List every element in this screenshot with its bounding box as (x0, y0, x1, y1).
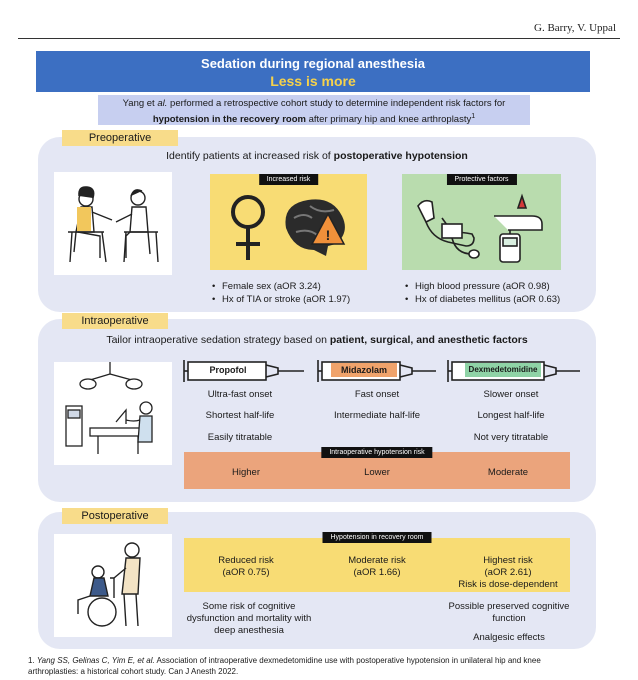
footnote-authors: Yang SS, Gelinas C, Yim E, et al. (36, 656, 155, 665)
title-banner: Sedation during regional anesthesia Less… (36, 51, 590, 92)
increased-risk-list: Female sex (aOR 3.24) Hx of TIA or strok… (212, 280, 350, 306)
dexmedetomidine-analgesic-note: Analgesic effects (473, 632, 545, 643)
recovery-risk-note: Risk is dose-dependent (458, 579, 558, 590)
increased-risk-header: Increased risk (258, 174, 319, 185)
intro-ref: 1 (471, 113, 476, 120)
preop-heading-b: postoperative hypotension (333, 150, 468, 162)
intro-line-1: Yang et al. performed a retrospective co… (98, 97, 530, 110)
svg-text:!: ! (326, 227, 331, 243)
dexmedetomidine-titration: Not very titratable (473, 432, 549, 443)
intro-text-c: performed a retrospective cohort study t… (167, 98, 506, 109)
recovery-risk-aor: (aOR 1.66) (353, 567, 401, 578)
dexmedetomidine-risk: Moderate (487, 467, 529, 478)
propofol-postop-note: Some risk of cognitive dysfunction and m… (186, 601, 312, 636)
propofol-recovery-risk: Reduced risk (aOR 0.75) (186, 555, 306, 579)
footnote-text: Association of intraoperative dexmedetom… (28, 656, 541, 676)
intro-line-2: hypotension in the recovery room after p… (98, 110, 530, 126)
dexmedetomidine-onset: Slower onset (483, 389, 539, 400)
dexmedetomidine-postop-note: Possible preserved cognitive function (448, 601, 570, 624)
preoperative-tag: Preoperative (62, 130, 178, 146)
dexmedetomidine-half-life: Longest half-life (477, 410, 545, 421)
footnote: 1. Yang SS, Gelinas C, Yim E, et al. Ass… (28, 655, 588, 677)
midazolam-label: Midazolam (331, 363, 397, 377)
intro-rest: after primary hip and knee arthroplasty (305, 114, 472, 126)
consultation-illustration (54, 172, 172, 275)
authors: G. Barry, V. Uppal (534, 22, 616, 34)
female-and-brain-icon: ! (231, 195, 346, 260)
intraop-heading: Tailor intraoperative sedation strategy … (38, 334, 596, 346)
recovery-illustration (54, 534, 172, 637)
intraop-hypotension-risk-bar: Intraoperative hypotension risk Higher L… (184, 447, 570, 489)
protective-factor-item: High blood pressure (aOR 0.98) (405, 280, 560, 293)
blood-pressure-icon (417, 199, 480, 259)
header-rule (18, 38, 620, 39)
midazolam-risk: Lower (364, 467, 390, 478)
postoperative-tag: Postoperative (62, 508, 168, 524)
operating-room-illustration (54, 362, 172, 465)
intraop-heading-a: Tailor intraoperative sedation strategy … (106, 334, 330, 346)
glucose-meter-icon (494, 193, 543, 263)
recovery-room-header: Hypotension in recovery room (322, 532, 432, 543)
brain-warning-icon: ! (285, 199, 346, 256)
bp-and-glucose-icon (417, 193, 543, 263)
wheelchair-patient-icon (77, 542, 141, 627)
midazolam-recovery-risk: Moderate risk (aOR 1.66) (317, 555, 437, 579)
protective-factors-header: Protective factors (446, 174, 517, 185)
intraop-risk-header: Intraoperative hypotension risk (321, 447, 433, 458)
propofol-onset: Ultra-fast onset (207, 389, 273, 400)
increased-risk-box: Increased risk ! (210, 174, 367, 270)
recovery-risk-aor: (aOR 0.75) (222, 567, 270, 578)
footnote-number: 1. (28, 656, 35, 665)
dexmedetomidine-label: Dexmedetomidine (465, 363, 541, 377)
midazolam-onset: Fast onset (354, 389, 400, 400)
banner-title: Sedation during regional anesthesia (201, 56, 425, 71)
recovery-risk-label: Reduced risk (218, 555, 274, 566)
banner-subtitle: Less is more (270, 73, 356, 89)
recovery-room-risk-bar: Hypotension in recovery room Reduced ris… (184, 532, 570, 592)
midazolam-half-life: Intermediate half-life (333, 410, 421, 421)
protective-factors-box: Protective factors (402, 174, 561, 270)
intraoperative-tag: Intraoperative (62, 313, 168, 329)
operating-room-icon (65, 362, 153, 454)
dexmedetomidine-recovery-risk: Highest risk (aOR 2.61) Risk is dose-dep… (448, 555, 568, 591)
preop-heading-a: Identify patients at increased risk of (166, 150, 334, 162)
recovery-risk-label: Moderate risk (348, 555, 406, 566)
increased-risk-item: Female sex (aOR 3.24) (212, 280, 350, 293)
protective-factor-item: Hx of diabetes mellitus (aOR 0.63) (405, 293, 560, 306)
female-symbol-icon (231, 195, 265, 260)
study-intro: Yang et al. performed a retrospective co… (98, 95, 530, 125)
consultation-icon (68, 186, 159, 263)
intraop-heading-b: patient, surgical, and anesthetic factor… (329, 334, 528, 346)
propofol-titration: Easily titratable (207, 432, 273, 443)
increased-risk-item: Hx of TIA or stroke (aOR 1.97) (212, 293, 350, 306)
intro-bold: hypotension in the recovery room (152, 114, 306, 126)
intro-text-a: Yang et (122, 98, 158, 109)
preop-heading: Identify patients at increased risk of p… (38, 150, 596, 162)
protective-factors-list: High blood pressure (aOR 0.98) Hx of dia… (405, 280, 560, 306)
recovery-risk-label: Highest risk (483, 555, 533, 566)
propofol-label: Propofol (196, 363, 260, 377)
propofol-risk: Higher (232, 467, 260, 478)
intro-et-al: al. (157, 98, 168, 109)
recovery-risk-aor: (aOR 2.61) (484, 567, 532, 578)
propofol-half-life: Shortest half-life (205, 410, 275, 421)
